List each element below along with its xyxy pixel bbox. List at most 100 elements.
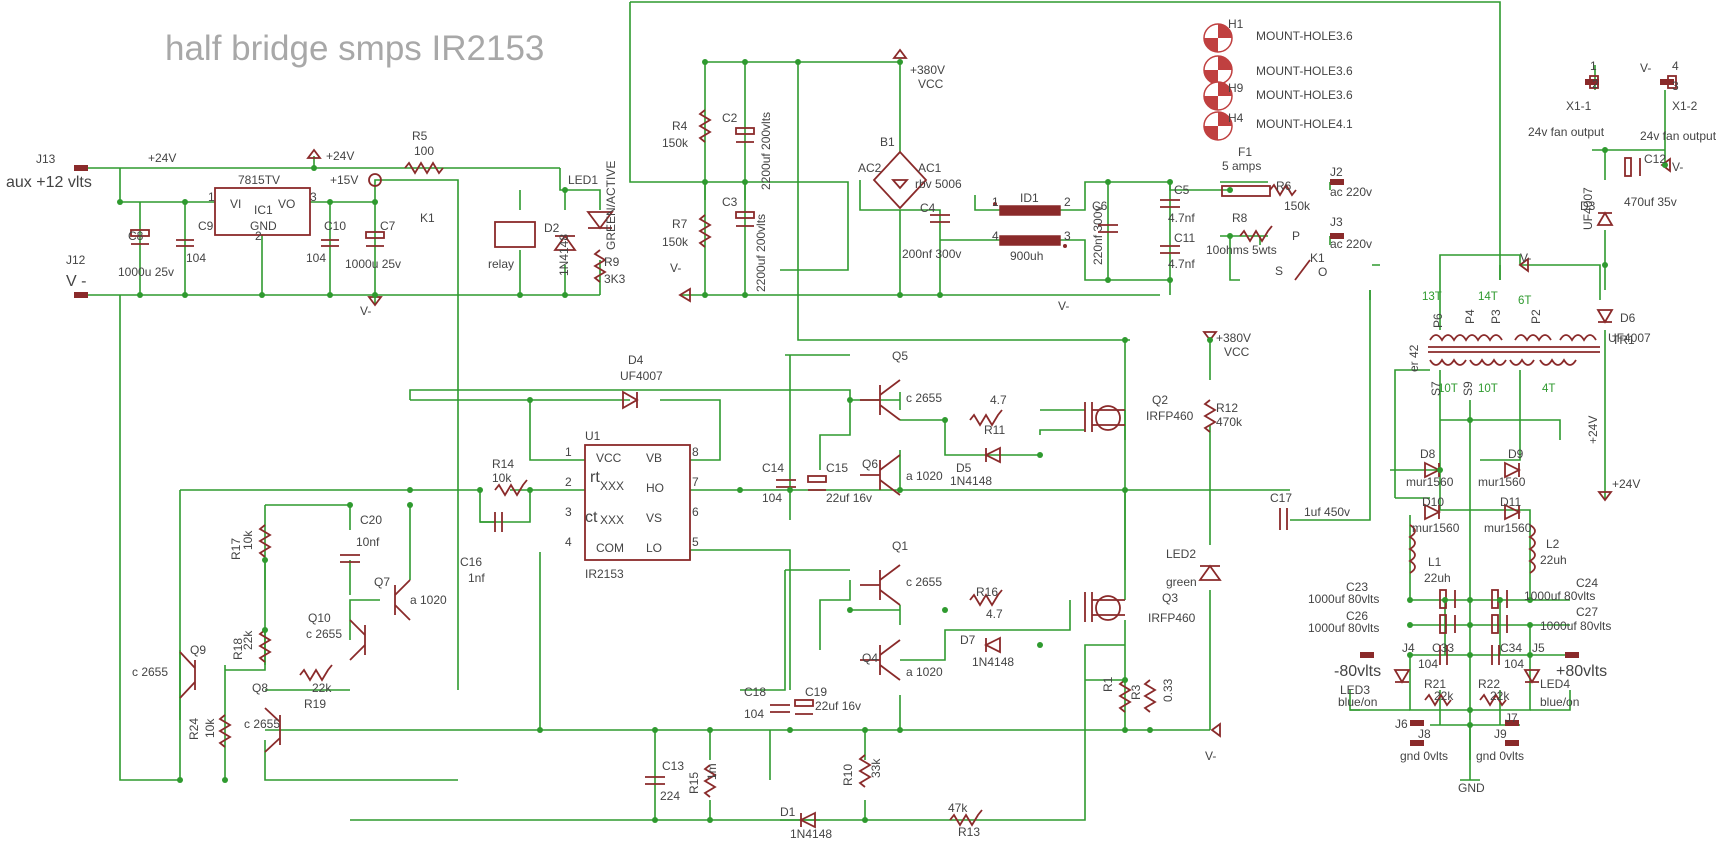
d6-label: D6: [1620, 311, 1636, 325]
q8-transistor: [264, 707, 281, 753]
r17-resistor: [258, 524, 272, 558]
vcc380b-arrow-icon: [1202, 331, 1218, 342]
hole-val: MOUNT-HOLE3.6: [1256, 29, 1353, 43]
j2-desc: ac 220v: [1330, 185, 1372, 199]
svg-text:8: 8: [692, 445, 699, 459]
u1-pin-ho: HO: [646, 481, 664, 495]
r9-label: R9: [604, 255, 620, 269]
r16-resistor: [969, 589, 1003, 607]
x1-pin3: 3: [1672, 79, 1679, 93]
j13-pin[interactable]: [74, 165, 88, 171]
x1-pin1: 1: [1590, 59, 1597, 73]
vminus-c12-arrow-icon: [1660, 157, 1671, 173]
tr1-6t: 6T: [1518, 295, 1531, 307]
fan2-label: 24v fan output: [1640, 129, 1717, 143]
u1-pin-lo: LO: [646, 541, 662, 555]
hole-ref: H4: [1228, 111, 1244, 125]
j5-pin[interactable]: [1565, 652, 1579, 658]
j9-pin[interactable]: [1505, 740, 1519, 746]
c13-value: 224: [660, 789, 680, 803]
r22-label: R22: [1478, 677, 1500, 691]
c27-capacitor: [1491, 614, 1508, 634]
vminus-left-arrow-icon: [678, 287, 691, 303]
c11-label: C11: [1174, 231, 1195, 245]
q5-value: c 2655: [906, 391, 942, 405]
c2-label: C2: [722, 111, 738, 125]
r19-value: 22k: [312, 681, 332, 695]
q3-mosfet: [1084, 592, 1125, 622]
k1-switch[interactable]: [1294, 259, 1311, 281]
x1-pin2: 2: [1592, 77, 1599, 91]
led4-value: blue/on: [1540, 695, 1579, 709]
r14-value: 10k: [492, 471, 512, 485]
vminus-label: V-: [1672, 160, 1683, 174]
u1-pin-vs: VS: [646, 511, 662, 525]
u1-xxx: XXX: [600, 479, 624, 493]
c18-label: C18: [744, 685, 766, 699]
x1-2-frame: [1667, 75, 1677, 89]
c8-value: 1000u 25v: [118, 265, 174, 279]
q6-transistor: [860, 454, 901, 496]
j12-label: J12: [66, 253, 86, 267]
d4-diode: [622, 390, 639, 410]
c9-value: 104: [186, 251, 206, 265]
c13-capacitor: [645, 776, 665, 785]
net-380v-label: +380V: [1216, 331, 1251, 345]
j4-pin[interactable]: [1360, 652, 1374, 658]
c24-label: C24: [1576, 576, 1598, 590]
q1-value: c 2655: [906, 575, 942, 589]
c14-capacitor: [776, 479, 796, 488]
r21-label: R21: [1424, 677, 1446, 691]
k1b-s: S: [1275, 264, 1283, 278]
c19-label: C19: [805, 685, 827, 699]
q7-label: Q7: [374, 575, 390, 589]
j7-label: J7: [1505, 711, 1518, 725]
r11-value: 4.7: [990, 393, 1007, 407]
c6-capacitor: [1098, 224, 1118, 233]
svg-text:1: 1: [565, 445, 572, 459]
hole-ref: H1: [1228, 17, 1244, 31]
c7-label: C7: [380, 219, 396, 233]
c4-capacitor: [930, 214, 950, 223]
j8-pin[interactable]: [1410, 740, 1424, 746]
c26-capacitor: [1439, 614, 1456, 634]
l1-value: 22uh: [1424, 571, 1451, 585]
j12-desc: V -: [66, 273, 86, 290]
x1-1-pin[interactable]: [1585, 79, 1599, 85]
ic1-vi: VI: [230, 197, 241, 211]
q6-label: Q6: [862, 457, 878, 471]
c13-label: C13: [662, 759, 684, 773]
d7-diode: [983, 636, 1001, 654]
c16-capacitor: [494, 512, 503, 532]
d5-label: D5: [956, 461, 972, 475]
j6-pin[interactable]: [1410, 720, 1424, 726]
j2-pin[interactable]: [1330, 179, 1344, 185]
c17-value: 1uf 450v: [1304, 505, 1350, 519]
l2-inductor: [1528, 524, 1536, 574]
r8-label: R8: [1232, 211, 1248, 225]
net-24v-label: +24V: [148, 151, 176, 165]
vminus-right-arrow-icon: [1210, 722, 1221, 738]
j3-desc: ac 220v: [1330, 237, 1372, 251]
j12-pin[interactable]: [74, 292, 88, 298]
j7-pin[interactable]: [1505, 720, 1519, 726]
b1-ac2: AC2: [858, 161, 882, 175]
c14-value: 104: [762, 491, 782, 505]
d5-value: 1N4148: [950, 474, 992, 488]
pos80-label: +80vlts: [1556, 663, 1607, 680]
led3-value: blue/on: [1338, 695, 1377, 709]
d1-value: 1N4148: [790, 827, 832, 841]
c6-value: 220nf 300v: [1091, 206, 1105, 265]
r5-resistor: [404, 161, 444, 175]
gnd2-label: gnd 0vlts: [1476, 749, 1524, 763]
x1-2-pin[interactable]: [1660, 79, 1674, 85]
mount-holes: [1203, 23, 1233, 141]
tr1-p2: P2: [1529, 309, 1543, 324]
r13-value: 47k: [948, 801, 968, 815]
led4-label: LED4: [1540, 677, 1570, 691]
u1-xxx: XXX: [600, 513, 624, 527]
q9-label: Q9: [190, 643, 206, 657]
j3-pin[interactable]: [1330, 233, 1344, 239]
tr1-p6: P6: [1431, 313, 1445, 328]
svg-text:4: 4: [992, 229, 999, 243]
